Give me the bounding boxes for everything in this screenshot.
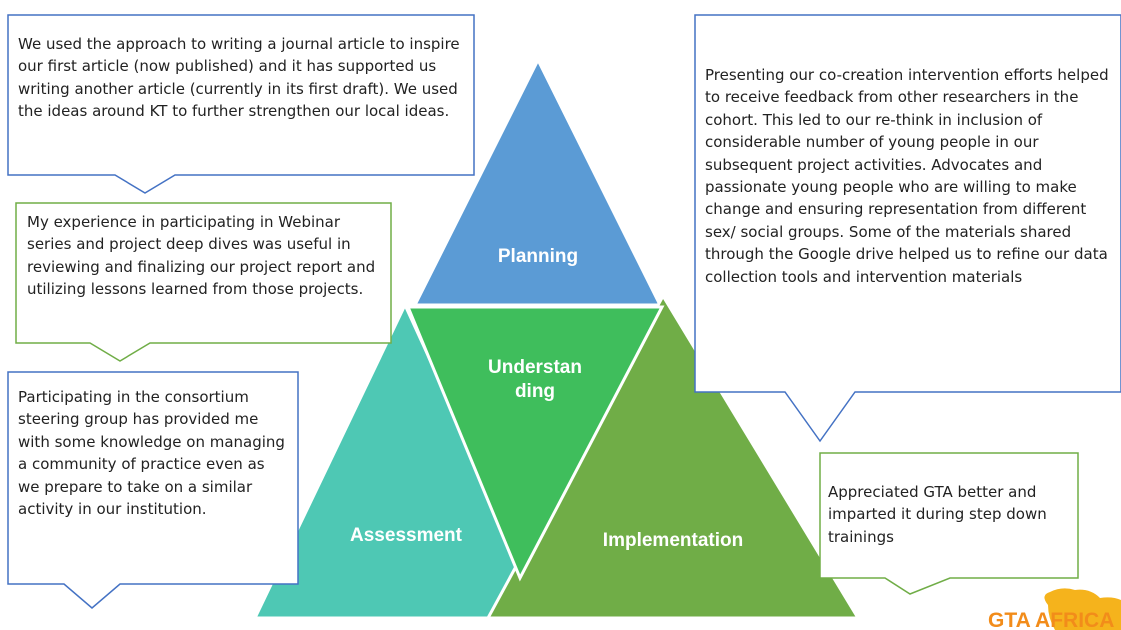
planning-triangle	[412, 56, 663, 307]
understanding-triangle	[405, 305, 665, 582]
africa-map-logo-icon	[1044, 588, 1121, 630]
implementation-label: Implementation	[602, 530, 744, 551]
callout-top-right-box	[694, 14, 1121, 443]
callout-middle-left-text: My experience in participating in Webina…	[27, 213, 376, 299]
callout-bottom-right-box	[819, 452, 1079, 595]
callout-middle-left-box	[15, 202, 392, 362]
callout-bottom-left-text: Participating in the consortium steering…	[18, 388, 285, 519]
planning-label: Planning	[497, 246, 579, 267]
logo-text: GTA AFRICA	[988, 609, 1114, 630]
callout-bottom-right-text: Appreciated GTA better and imparted it d…	[828, 483, 1047, 546]
callout-bottom-left-box	[7, 371, 299, 609]
understanding-label: Understan ding	[488, 357, 582, 402]
callout-top-left-box	[7, 14, 475, 194]
callout-top-right-text: Presenting our co-creation intervention …	[705, 66, 1109, 286]
callout-top-left-text: We used the approach to writing a journa…	[18, 35, 460, 121]
assessment-label: Assessment	[350, 525, 462, 546]
